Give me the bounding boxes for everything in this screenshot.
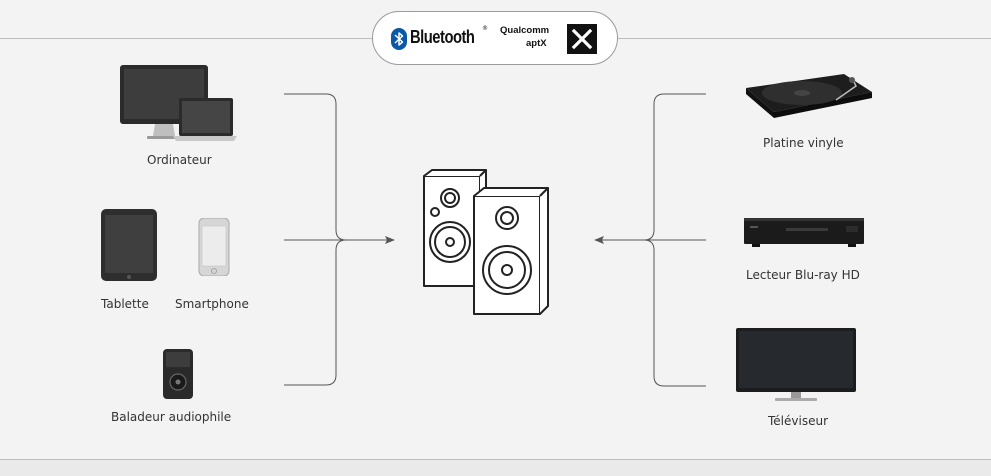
aptx-wordmark: aptX <box>526 38 547 49</box>
registered-mark: ® <box>482 25 488 32</box>
label-smartphone: Smartphone <box>175 297 249 311</box>
bottom-divider <box>0 459 991 460</box>
aptx-logo-icon <box>567 24 597 54</box>
bluetooth-wordmark: Bluetooth <box>410 27 475 47</box>
audio-player-icon <box>162 349 194 399</box>
arrow-right-head <box>594 236 604 244</box>
qualcomm-wordmark: Qualcomm <box>500 25 550 36</box>
tablet-icon <box>100 209 158 281</box>
bluray-player-icon <box>742 214 866 250</box>
line-from-computer <box>284 93 347 241</box>
footer-band <box>0 460 991 476</box>
bluetooth-icon <box>391 28 407 50</box>
arrow-left-head <box>385 236 395 244</box>
line-from-turntable <box>643 93 706 241</box>
wireless-badge: Bluetooth ® Qualcomm aptX <box>372 11 618 65</box>
label-computer: Ordinateur <box>147 153 212 167</box>
line-from-tv <box>643 239 706 387</box>
label-tv: Téléviseur <box>768 414 828 428</box>
turntable-icon <box>740 66 876 126</box>
tv-icon <box>735 328 857 404</box>
label-bluray: Lecteur Blu-ray HD <box>746 268 860 282</box>
computer-icon <box>117 64 237 148</box>
line-from-player <box>284 239 347 386</box>
speakers-icon <box>414 168 564 318</box>
smartphone-icon <box>198 218 230 276</box>
label-turntable: Platine vinyle <box>763 136 844 150</box>
label-player: Baladeur audiophile <box>111 410 232 424</box>
label-tablet: Tablette <box>101 297 149 311</box>
